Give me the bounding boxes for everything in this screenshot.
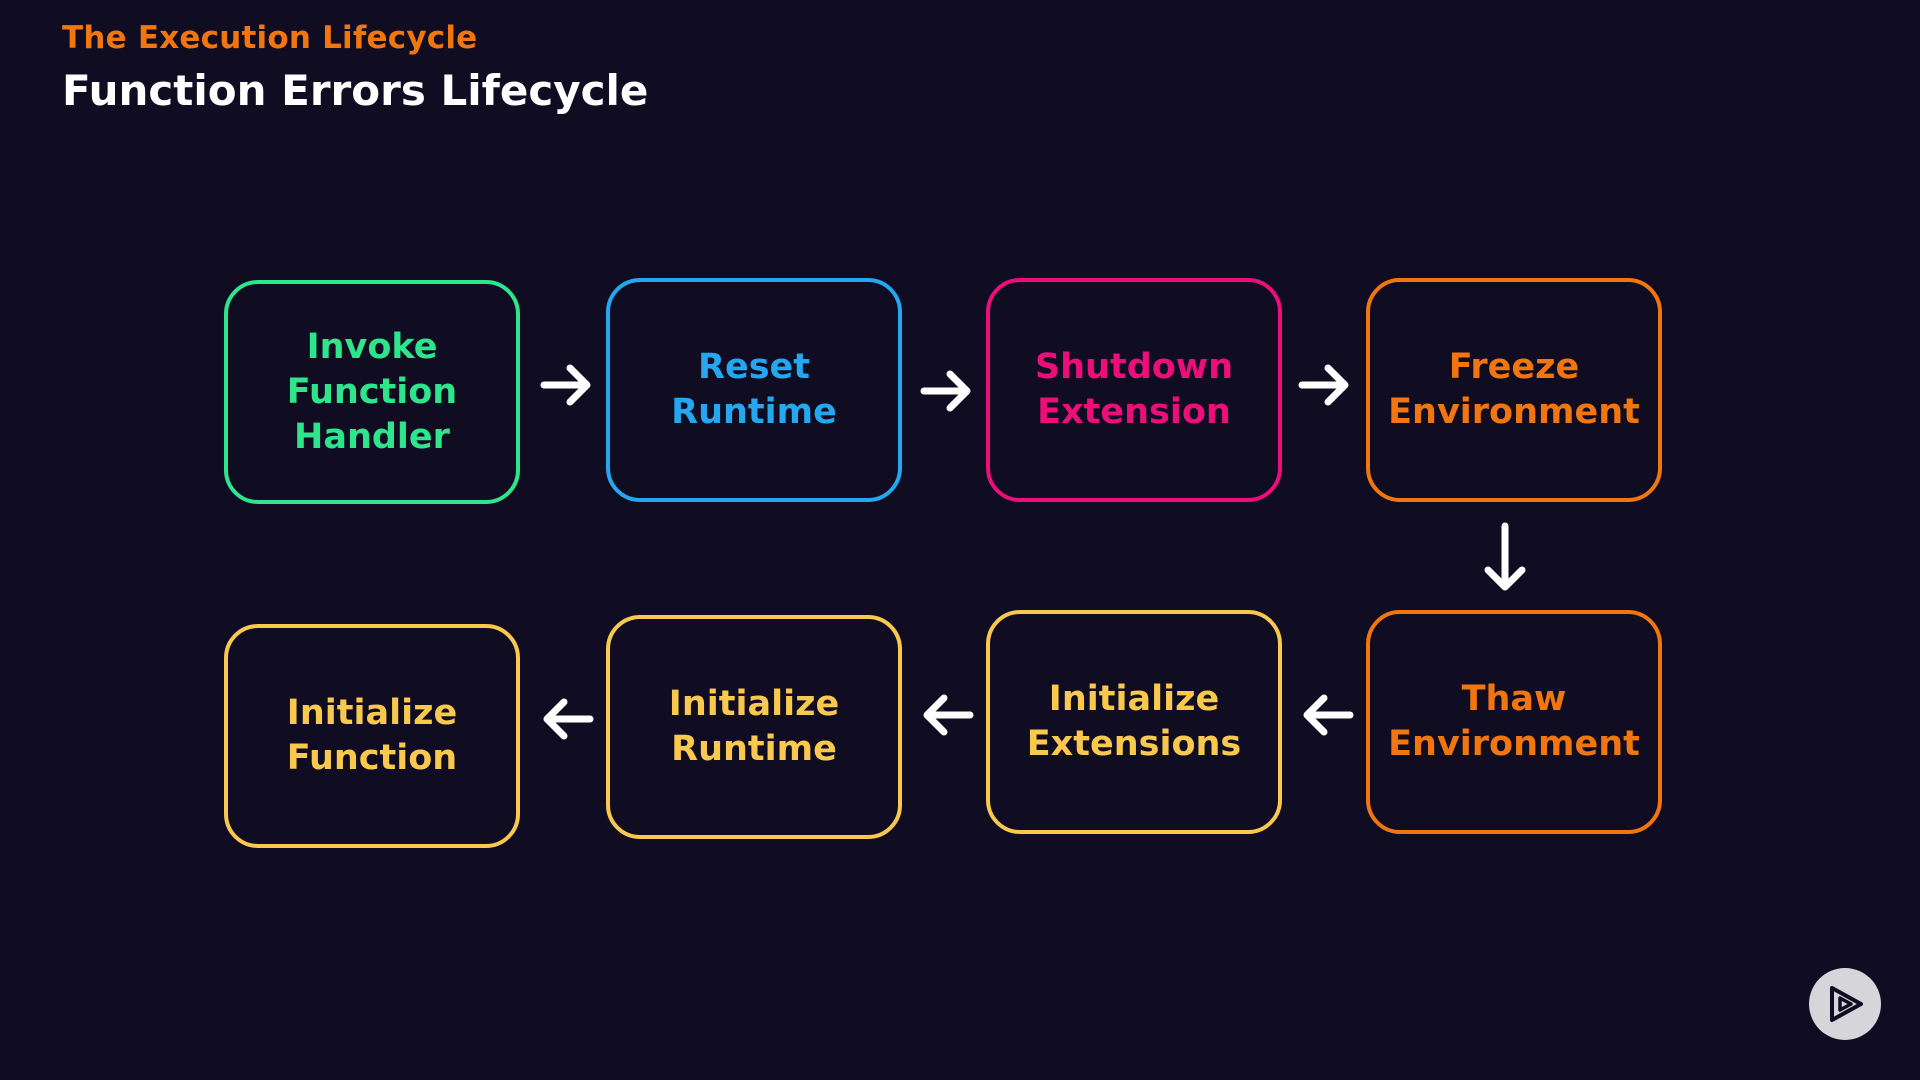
step-label: Reset Runtime xyxy=(671,347,837,432)
arrow-left-icon xyxy=(1300,688,1354,742)
page-title: Function Errors Lifecycle xyxy=(62,66,649,115)
step-initialize-function: Initialize Function xyxy=(224,624,520,848)
step-freeze-environment: Freeze Environment xyxy=(1366,278,1662,502)
step-label: Freeze Environment xyxy=(1388,347,1640,432)
arrow-left-icon xyxy=(540,692,594,746)
arrow-right-icon xyxy=(1298,358,1352,412)
arrow-right-icon xyxy=(540,358,594,412)
step-label: Initialize Function xyxy=(286,693,458,778)
step-label: Shutdown Extension xyxy=(1034,347,1234,432)
step-label: Invoke Function Handler xyxy=(286,326,458,457)
arrow-down-icon xyxy=(1478,522,1532,594)
step-reset-runtime: Reset Runtime xyxy=(606,278,902,502)
arrow-right-icon xyxy=(920,364,974,418)
step-label: Initialize Runtime xyxy=(668,684,840,769)
step-initialize-extensions: Initialize Extensions xyxy=(986,610,1282,834)
step-label: Thaw Environment xyxy=(1388,679,1640,764)
step-invoke-function-handler: Invoke Function Handler xyxy=(224,280,520,504)
section-eyebrow: The Execution Lifecycle xyxy=(62,20,478,56)
step-thaw-environment: Thaw Environment xyxy=(1366,610,1662,834)
step-initialize-runtime: Initialize Runtime xyxy=(606,615,902,839)
arrow-left-icon xyxy=(920,688,974,742)
step-label: Initialize Extensions xyxy=(1026,679,1242,764)
play-logo-icon xyxy=(1809,968,1881,1040)
step-shutdown-extension: Shutdown Extension xyxy=(986,278,1282,502)
